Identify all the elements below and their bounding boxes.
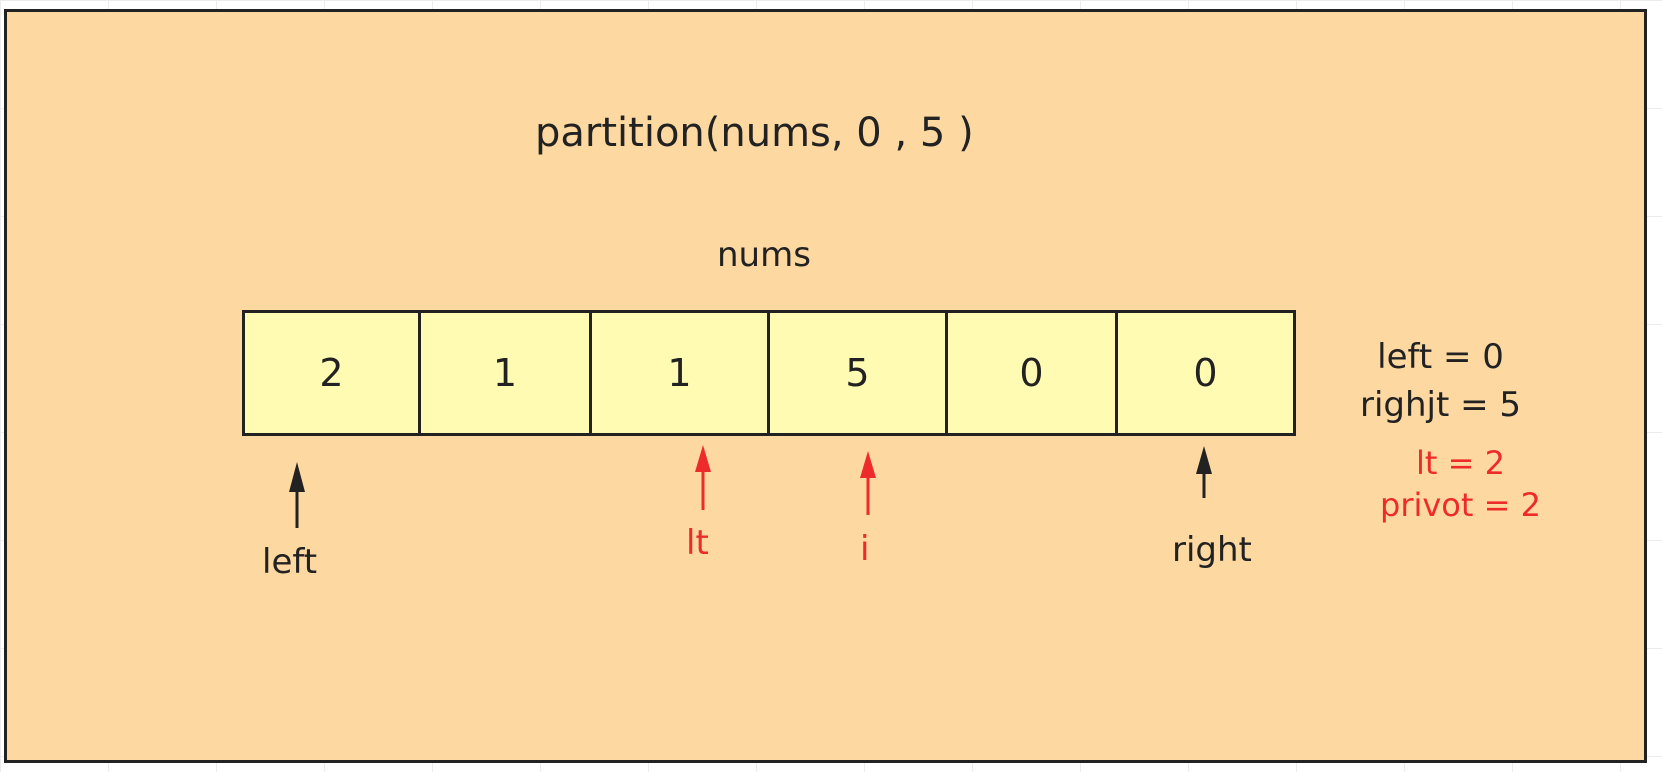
lt-pointer-label: lt <box>686 523 709 563</box>
left-value-text: left = 0 <box>1377 337 1504 377</box>
array-cell-2: 1 <box>589 310 770 436</box>
lt-value-text: lt = 2 <box>1415 444 1505 482</box>
right-pointer-arrow <box>1196 446 1212 498</box>
pivot-value-text: privot = 2 <box>1380 486 1541 524</box>
state-variables-block: lt = 2 privot = 2 <box>1380 442 1541 526</box>
array-cell-4: 0 <box>945 310 1118 436</box>
array-cell-3: 5 <box>767 310 948 436</box>
left-pointer-label: left <box>262 542 318 582</box>
array-cell-1: 1 <box>418 310 592 436</box>
i-pointer-arrow <box>860 451 876 515</box>
lt-pointer-arrow <box>695 445 711 510</box>
function-call-title: partition(nums, 0 , 5 ) <box>535 110 974 156</box>
right-pointer-label: right <box>1172 530 1252 570</box>
array-cell-5: 0 <box>1115 310 1296 436</box>
left-pointer-arrow <box>289 462 305 528</box>
right-value-text: righjt = 5 <box>1360 385 1522 425</box>
variables-block: left = 0 righjt = 5 <box>1360 333 1521 429</box>
i-pointer-label: i <box>860 529 870 569</box>
array-name-label: nums <box>717 235 811 275</box>
